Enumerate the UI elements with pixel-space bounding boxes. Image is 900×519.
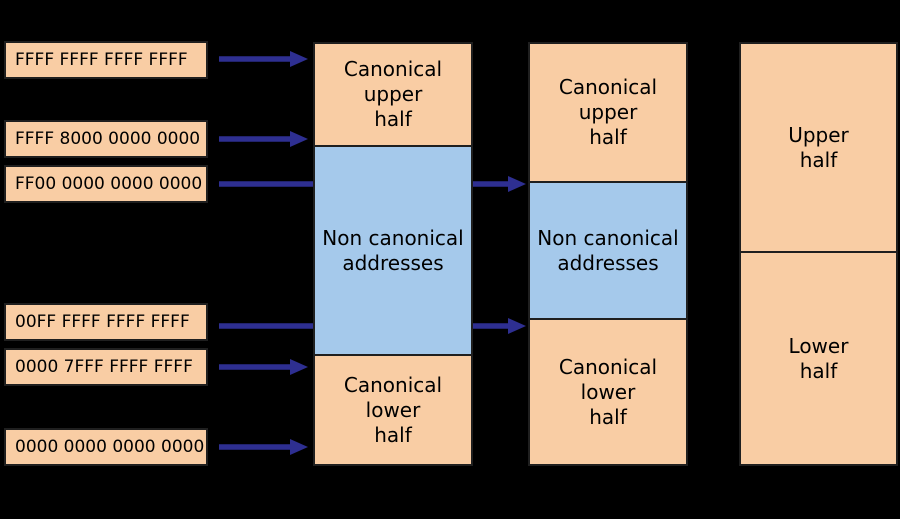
address-box-2: FFFF 8000 0000 0000 <box>4 120 208 158</box>
memory-column-1: Canonical upper half Non canonical addre… <box>313 42 473 466</box>
arrow-0000-0000-0000-0000 <box>219 439 308 455</box>
segment-non-canonical-addresses: Non canonical addresses <box>530 183 686 320</box>
arrow-0000-7fff-ffff-ffff <box>219 359 308 375</box>
segment-canonical-upper-half: Canonical upper half <box>530 44 686 183</box>
segment-non-canonical-addresses: Non canonical addresses <box>315 147 471 356</box>
segment-canonical-lower-half: Canonical lower half <box>530 320 686 464</box>
segment-lower-half: Lower half <box>741 253 896 464</box>
memory-column-2: Canonical upper half Non canonical addre… <box>528 42 688 466</box>
segment-upper-half: Upper half <box>741 44 896 253</box>
address-box-5: 0000 7FFF FFFF FFFF <box>4 348 208 386</box>
address-box-4: 00FF FFFF FFFF FFFF <box>4 303 208 341</box>
address-box-1: FFFF FFFF FFFF FFFF <box>4 41 208 79</box>
address-box-3: FF00 0000 0000 0000 <box>4 165 208 203</box>
segment-canonical-upper-half: Canonical upper half <box>315 44 471 147</box>
arrow-ffff-ffff-ffff-ffff <box>219 51 308 67</box>
segment-canonical-lower-half: Canonical lower half <box>315 356 471 464</box>
address-box-6: 0000 0000 0000 0000 <box>4 428 208 466</box>
memory-column-3: Upper half Lower half <box>739 42 898 466</box>
arrow-ffff-8000-0000-0000 <box>219 131 308 147</box>
